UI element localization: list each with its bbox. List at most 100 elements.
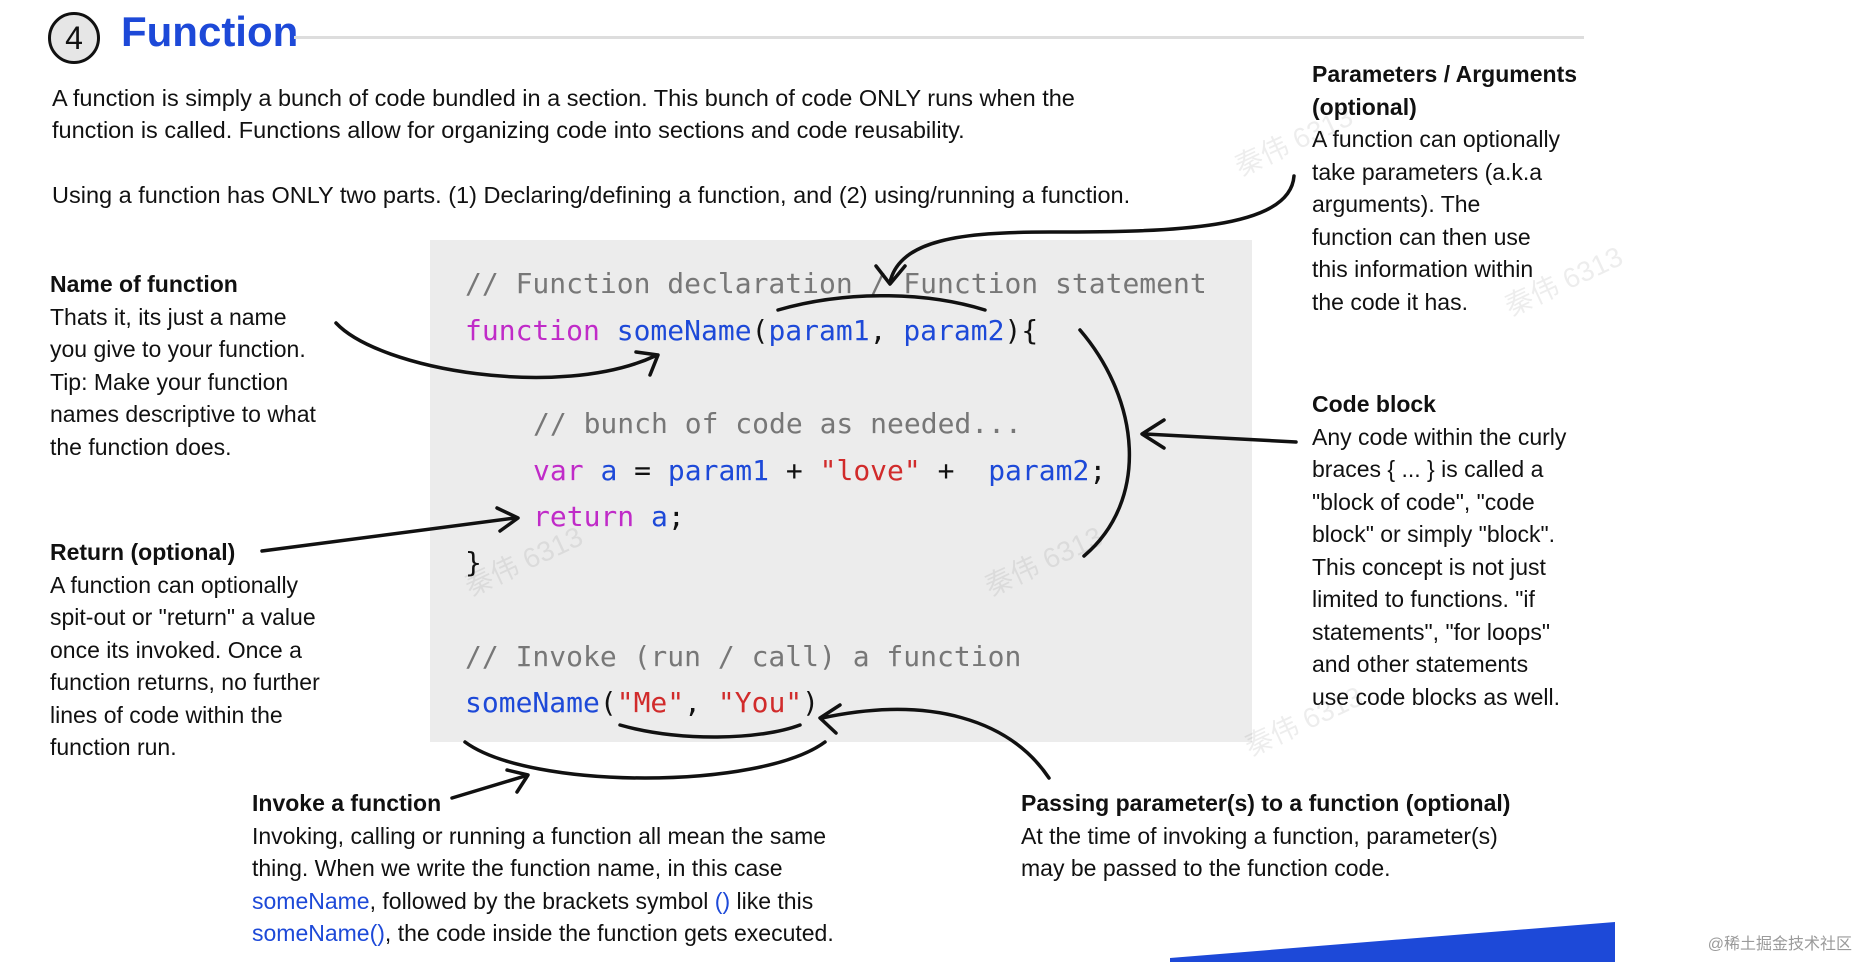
annotation-line: statements", "for loops" (1312, 618, 1550, 645)
arrow-head (505, 768, 530, 794)
annotation-heading: Invoke a function (252, 790, 442, 816)
credit-watermark: @稀土掘金技术社区 (1707, 936, 1852, 953)
annotation-line: Invoking, calling or running a function … (252, 822, 827, 849)
close-brace: } (465, 546, 482, 579)
param2-ref: param2 (988, 454, 1090, 487)
annotation-line: use code blocks as well. (1312, 683, 1561, 710)
comment-text: // Function declaration / Function state… (465, 267, 1207, 300)
keyword-var: var (533, 454, 584, 487)
annotation-line: A function can optionally (1312, 126, 1561, 152)
code-comment-invoke: // Invoke (run / call) a function (465, 640, 1021, 674)
paren-open: ( (599, 686, 617, 719)
annotation-text: , followed by the brackets symbol (369, 887, 715, 914)
annotation-return: Return (optional) A function can optiona… (50, 536, 320, 764)
paren-close-brace: ){ (1004, 314, 1039, 347)
param1: param1 (768, 314, 870, 347)
badge-number: 4 (65, 20, 83, 56)
annotation-line: the function does. (50, 433, 232, 460)
annotation-line: This concept is not just (1312, 553, 1546, 580)
param2: param2 (903, 314, 1005, 347)
annotation-line: take parameters (a.k.a (1312, 158, 1543, 185)
semicolon: ; (667, 500, 685, 533)
annotation-line: block" or simply "block". (1312, 521, 1556, 547)
inline-code-brackets: () (714, 887, 731, 914)
code-comment-body: // bunch of code as needed... (533, 407, 1022, 441)
arrow-invoke (450, 774, 527, 800)
plus-op: + (769, 454, 820, 487)
annotation-line: limited to functions. "if (1312, 586, 1535, 612)
intro-line-2: function is called. Functions allow for … (52, 117, 965, 143)
annotation-line: you give to your function. (50, 336, 306, 362)
inline-code-somename: someName (252, 887, 370, 914)
annotation-text: , the code inside the function gets exec… (384, 920, 834, 946)
annotation-line: Tip: Make your function (50, 368, 289, 395)
annotation-heading: Name of function (50, 271, 238, 297)
arrow-head (818, 703, 842, 735)
inline-code-call: someName() (252, 920, 385, 946)
annotation-invoke: Invoke a function Invoking, calling or r… (252, 787, 834, 950)
paren-open: ( (751, 314, 769, 347)
code-block-arc (1078, 328, 1132, 558)
page-title: Function (121, 8, 299, 55)
annotation-passing-parameters: Passing parameter(s) to a function (opti… (1021, 787, 1510, 885)
code-function-signature: function someName(param1, param2){ (465, 314, 1038, 348)
comment-text: // bunch of code as needed... (533, 407, 1022, 440)
annotation-line: function returns, no further (50, 669, 320, 695)
arrow-head (495, 506, 520, 533)
code-return-statement: return a; (533, 500, 685, 534)
code-close-brace: } (465, 546, 482, 580)
arrow-passing-parameters (820, 707, 1051, 780)
title-divider (294, 36, 1584, 39)
annotation-parameters: Parameters / Arguments (optional) A func… (1312, 58, 1577, 318)
intro-line-1: A function is simply a bunch of code bun… (52, 85, 1075, 111)
annotation-line: At the time of invoking a function, para… (1021, 822, 1498, 849)
semicolon: ; (1089, 454, 1107, 487)
function-name: someName (616, 314, 752, 347)
annotation-line: Thats it, its just a name (50, 303, 287, 330)
annotation-line: spit-out or "return" a value (50, 604, 316, 630)
arrow-head (874, 264, 907, 286)
arrow-head (1140, 418, 1166, 450)
plus-op: + (920, 454, 989, 487)
comment-text: // Invoke (run / call) a function (465, 640, 1022, 673)
arrow-return (260, 516, 517, 553)
keyword-function: function (465, 314, 600, 347)
return-value: a (651, 500, 668, 533)
annotation-line: lines of code within the (50, 701, 283, 728)
annotation-line: someName, followed by the brackets symbo… (252, 885, 834, 918)
annotation-line: "block of code", "code (1312, 488, 1535, 515)
annotation-name-of-function: Name of function Thats it, its just a na… (50, 268, 316, 463)
section-number-badge: 4 (48, 12, 100, 64)
args-underline-arc (618, 723, 802, 739)
annotation-text: like this (730, 887, 814, 914)
annotation-line: Any code within the curly (1312, 423, 1567, 450)
annotation-code-block: Code block Any code within the curly bra… (1312, 388, 1566, 713)
arrow-code-block (1143, 432, 1298, 444)
code-var-statement: var a = param1 + "love" + param2; (533, 454, 1106, 488)
code-comment-declaration: // Function declaration / Function state… (465, 267, 1207, 301)
comma: , (869, 314, 904, 347)
invoke-underline-arc (463, 740, 827, 780)
comma: , (684, 686, 718, 719)
code-invoke-call: someName("Me", "You") (465, 686, 819, 720)
annotation-line: A function can optionally (50, 571, 299, 598)
annotation-line: this information within (1312, 256, 1534, 282)
keyword-return: return (533, 500, 635, 533)
annotation-heading: Passing parameter(s) to a function (opti… (1021, 790, 1511, 816)
annotation-line: function run. (50, 734, 177, 760)
annotation-line: thing. When we write the function name, … (252, 855, 783, 881)
annotation-heading: Parameters / Arguments (1312, 61, 1578, 87)
annotation-line: someName(), the code inside the function… (252, 917, 834, 950)
annotation-line: and other statements (1312, 651, 1529, 677)
string-you: "You" (717, 686, 803, 719)
params-underline-arc (776, 294, 987, 312)
var-a: a (600, 454, 618, 487)
string-me: "Me" (616, 686, 685, 719)
annotation-line: may be passed to the function code. (1021, 855, 1391, 881)
annotation-line: names descriptive to what (50, 401, 316, 427)
blue-stripe-shape (1170, 922, 1615, 962)
intro-line-3: Using a function has ONLY two parts. (1)… (52, 182, 1131, 208)
annotation-line: arguments). The (1312, 191, 1481, 217)
